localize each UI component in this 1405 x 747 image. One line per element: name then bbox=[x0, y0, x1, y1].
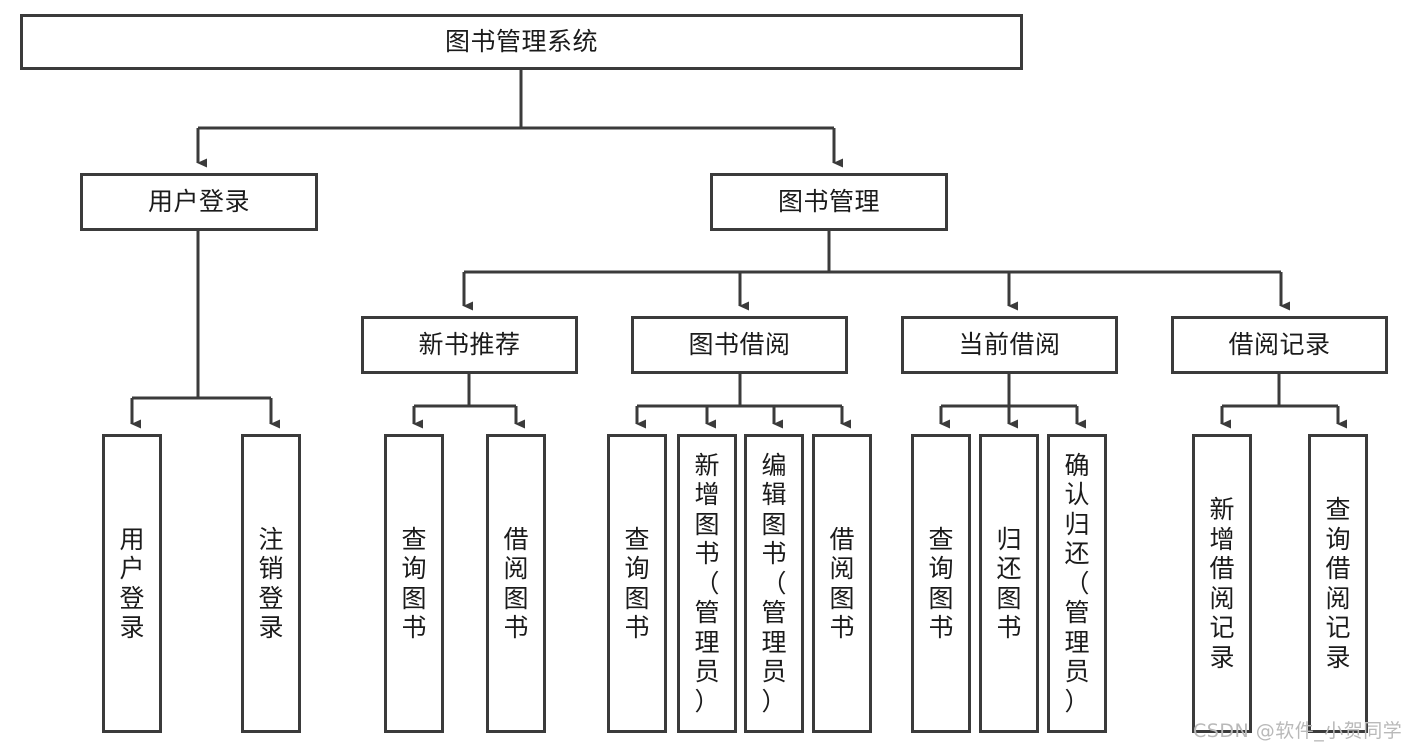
node-book-management-label: 图书管理 bbox=[777, 187, 880, 217]
node-root-label: 图书管理系统 bbox=[444, 27, 598, 57]
node-current-borrow[interactable]: 当前借阅 bbox=[901, 316, 1118, 374]
leaf-label: 新 增 图 书 （ 管 理 员 ） bbox=[694, 450, 720, 716]
leaf-borrow-record-add[interactable]: 新 增 借 阅 记 录 bbox=[1192, 434, 1252, 733]
leaf-book-borrow-edit[interactable]: 编 辑 图 书 （ 管 理 员 ） bbox=[744, 434, 804, 733]
node-book-borrow-label: 图书借阅 bbox=[688, 330, 791, 360]
leaf-new-book-borrow[interactable]: 借 阅 图 书 bbox=[486, 434, 546, 733]
leaf-borrow-record-query[interactable]: 查 询 借 阅 记 录 bbox=[1308, 434, 1368, 733]
leaf-user-login-login[interactable]: 用 户 登 录 bbox=[102, 434, 162, 733]
leaf-label: 查 询 图 书 bbox=[401, 524, 427, 643]
leaf-label: 注 销 登 录 bbox=[258, 524, 284, 643]
leaf-label: 查 询 借 阅 记 录 bbox=[1325, 495, 1351, 672]
node-borrow-record-label: 借阅记录 bbox=[1228, 330, 1331, 360]
node-book-management[interactable]: 图书管理 bbox=[710, 173, 948, 231]
leaf-book-borrow-add[interactable]: 新 增 图 书 （ 管 理 员 ） bbox=[677, 434, 737, 733]
leaf-label: 确 认 归 还 （ 管 理 员 ） bbox=[1064, 450, 1090, 716]
leaf-book-borrow-query[interactable]: 查 询 图 书 bbox=[607, 434, 667, 733]
node-root[interactable]: 图书管理系统 bbox=[20, 14, 1023, 70]
leaf-current-borrow-confirm-return[interactable]: 确 认 归 还 （ 管 理 员 ） bbox=[1047, 434, 1107, 733]
leaf-book-borrow-borrow[interactable]: 借 阅 图 书 bbox=[812, 434, 872, 733]
node-current-borrow-label: 当前借阅 bbox=[958, 330, 1061, 360]
leaf-current-borrow-return[interactable]: 归 还 图 书 bbox=[979, 434, 1039, 733]
leaf-label: 用 户 登 录 bbox=[119, 524, 145, 643]
leaf-label: 编 辑 图 书 （ 管 理 员 ） bbox=[761, 450, 787, 716]
node-user-login[interactable]: 用户登录 bbox=[80, 173, 318, 231]
node-book-borrow[interactable]: 图书借阅 bbox=[631, 316, 848, 374]
leaf-current-borrow-query[interactable]: 查 询 图 书 bbox=[911, 434, 971, 733]
leaf-label: 查 询 图 书 bbox=[928, 524, 954, 643]
leaf-label: 新 增 借 阅 记 录 bbox=[1209, 495, 1235, 672]
leaf-user-login-logout[interactable]: 注 销 登 录 bbox=[241, 434, 301, 733]
node-new-book-recommend-label: 新书推荐 bbox=[418, 330, 521, 360]
leaf-label: 查 询 图 书 bbox=[624, 524, 650, 643]
leaf-label: 借 阅 图 书 bbox=[503, 524, 529, 643]
node-user-login-label: 用户登录 bbox=[147, 187, 250, 217]
csdn-watermark: CSDN @软件_小贺同学 bbox=[1193, 716, 1402, 743]
node-borrow-record[interactable]: 借阅记录 bbox=[1171, 316, 1388, 374]
watermark-text: CSDN @软件_小贺同学 bbox=[1193, 720, 1403, 742]
leaf-label: 归 还 图 书 bbox=[996, 524, 1022, 643]
leaf-label: 借 阅 图 书 bbox=[829, 524, 855, 643]
leaf-new-book-query[interactable]: 查 询 图 书 bbox=[384, 434, 444, 733]
node-new-book-recommend[interactable]: 新书推荐 bbox=[361, 316, 578, 374]
